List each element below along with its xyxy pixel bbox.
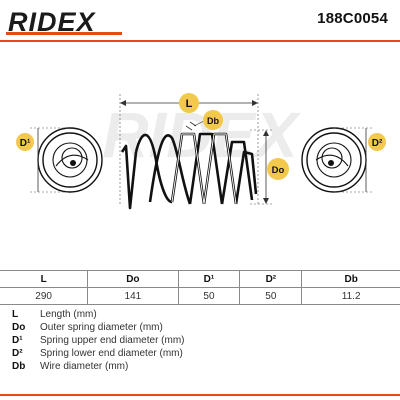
lower-end-view <box>301 127 367 193</box>
footer-divider <box>0 394 400 396</box>
do-label-badge <box>267 158 289 180</box>
part-number: 188C0054 <box>317 10 388 27</box>
d1-label: D¹ <box>20 138 31 149</box>
legend-symbol: D² <box>12 348 23 359</box>
legend-item: L Length (mm) <box>12 308 185 321</box>
spring-coil-highlights <box>171 133 237 205</box>
spec-table-header-row: L Do D¹ D² Db <box>0 270 400 288</box>
spring-drawing: RIDEX D¹ D² L Db <box>16 93 386 210</box>
do-label: Do <box>272 165 285 176</box>
logo-accent-bar <box>6 32 122 35</box>
value-outer-diameter: 141 <box>87 287 179 305</box>
header-divider <box>0 40 400 42</box>
legend-symbol: Do <box>12 322 26 333</box>
legend-text: Length (mm) <box>40 309 97 320</box>
legend-text: Wire diameter (mm) <box>40 361 129 372</box>
legend: L Length (mm) Do Outer spring diameter (… <box>12 308 185 373</box>
legend-item: D¹ Spring upper end diameter (mm) <box>12 334 185 347</box>
value-length: 290 <box>0 287 88 305</box>
logo-text: RIDEX <box>8 7 97 36</box>
d2-label: D² <box>372 138 383 149</box>
length-label-badge <box>179 93 199 113</box>
value-upper-end-diameter: 50 <box>177 287 240 305</box>
legend-text: Spring upper end diameter (mm) <box>40 335 185 346</box>
d2-label-badge <box>368 133 386 151</box>
header-wire-diameter: Db <box>301 270 400 288</box>
spec-table: L Do D¹ D² Db 290 141 50 50 11.2 <box>0 270 400 305</box>
header-outer-diameter: Do <box>87 270 179 288</box>
spec-table-value-row: 290 141 50 50 11.2 <box>0 287 400 305</box>
legend-text: Spring lower end diameter (mm) <box>40 348 183 359</box>
length-label: L <box>186 98 193 110</box>
value-wire-diameter: 11.2 <box>301 287 400 305</box>
legend-item: Do Outer spring diameter (mm) <box>12 321 185 334</box>
legend-symbol: L <box>12 309 19 320</box>
legend-symbol: D¹ <box>12 335 23 346</box>
ridex-logo: RIDEX <box>6 7 122 36</box>
d1-label-badge <box>16 133 34 151</box>
legend-item: D² Spring lower end diameter (mm) <box>12 347 185 360</box>
upper-end-view <box>37 127 103 193</box>
legend-text: Outer spring diameter (mm) <box>40 322 163 333</box>
db-label-badge <box>203 110 223 130</box>
legend-item: Db Wire diameter (mm) <box>12 360 185 373</box>
header-upper-end-diameter: D¹ <box>177 270 240 288</box>
legend-symbol: Db <box>12 361 26 372</box>
header-length: L <box>0 270 88 288</box>
value-lower-end-diameter: 50 <box>239 287 302 305</box>
db-label: Db <box>207 116 219 126</box>
header-lower-end-diameter: D² <box>239 270 302 288</box>
